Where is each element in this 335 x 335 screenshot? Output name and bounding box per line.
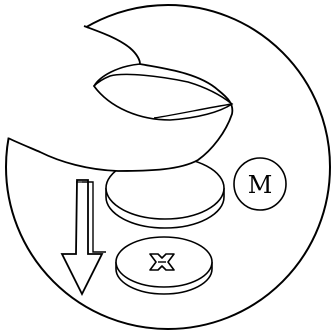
m-letter: M [248, 171, 273, 199]
screw-head-icon [116, 237, 212, 294]
m-button-label: M [234, 158, 286, 210]
